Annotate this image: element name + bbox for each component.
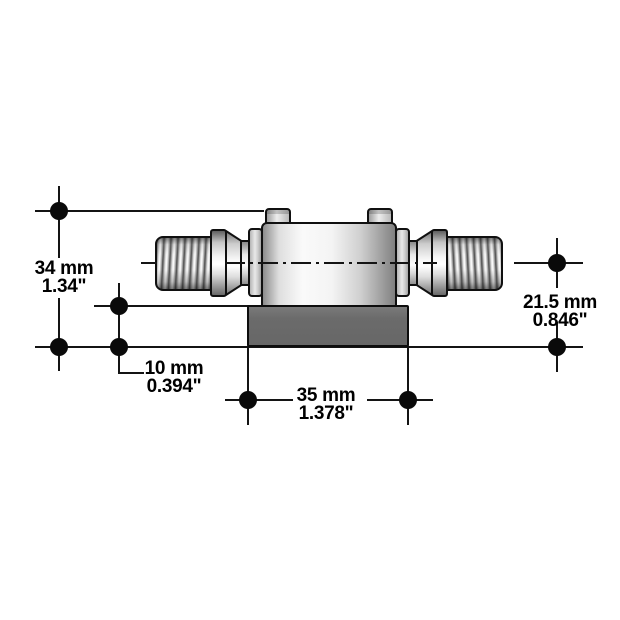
dim-value-metric: 34 mm	[34, 258, 94, 279]
left-threaded-connector	[155, 236, 212, 291]
dim-value-metric: 10 mm	[144, 358, 204, 379]
dim-point-marker-top-left	[50, 202, 68, 220]
dim-line-top-extent	[35, 210, 264, 212]
dim-value-imperial: 0.846"	[532, 310, 588, 331]
dim-leader-width-left	[225, 399, 293, 401]
dim-label-base-width: 35 mm 1.378"	[276, 385, 376, 424]
centerline-stub-left	[141, 262, 157, 264]
dim-line-left-vertical-upper	[58, 186, 60, 258]
dim-line-plate-top-extent	[94, 305, 250, 307]
dim-point-marker-base-right	[548, 338, 566, 356]
right-threaded-connector	[446, 236, 503, 291]
dim-point-marker-width-right	[399, 391, 417, 409]
dim-label-axis-to-base: 21.5 mm 0.846"	[504, 292, 616, 331]
central-body-cylinder	[261, 222, 397, 310]
centerline-dash-dot	[225, 262, 437, 264]
dim-label-base-offset: 10 mm 0.394"	[124, 358, 224, 397]
dim-value-imperial: 1.378"	[298, 403, 354, 424]
dim-label-overall-height: 34 mm 1.34"	[14, 258, 114, 297]
mounting-base-plate	[247, 305, 409, 347]
dim-value-imperial: 0.394"	[146, 376, 202, 397]
dim-line-base-extent	[35, 346, 583, 348]
dim-value-metric: 21.5 mm	[523, 292, 597, 313]
dim-line-plate-left-vertical	[247, 348, 249, 425]
dim-point-marker-offset-base	[110, 338, 128, 356]
dim-line-plate-right-vertical	[407, 348, 409, 425]
dim-value-imperial: 1.34"	[41, 276, 87, 297]
dim-point-marker-width-left	[239, 391, 257, 409]
dim-leader-offset	[118, 372, 144, 374]
dim-point-marker-plate-top	[110, 297, 128, 315]
dim-point-marker-axis-right	[548, 254, 566, 272]
dim-line-left-vertical-lower	[58, 298, 60, 371]
dim-point-marker-bottom-left	[50, 338, 68, 356]
dim-line-offset-vertical	[118, 283, 120, 374]
dim-value-metric: 35 mm	[296, 385, 356, 406]
